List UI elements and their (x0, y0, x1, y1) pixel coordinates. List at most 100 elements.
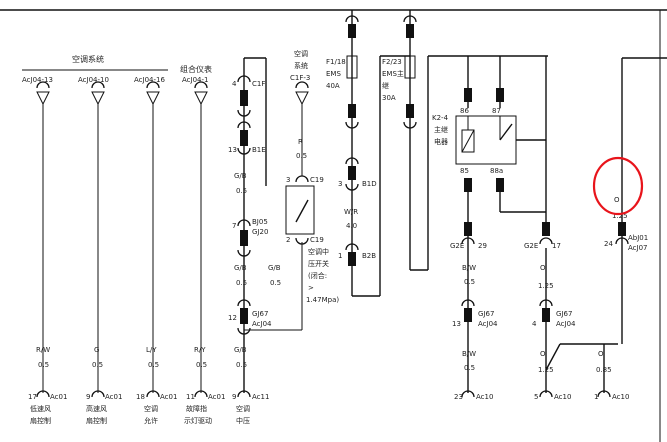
g2e-b-arc (539, 237, 553, 245)
g2e-b-connector (542, 222, 550, 236)
bottom-label1-3: 空调 (144, 404, 158, 413)
top-connector-1: AcJ04-13 (22, 76, 53, 84)
ac-switch-title1: 空调 (294, 49, 308, 58)
fuse2-name2: 继 (382, 81, 389, 90)
fuse1-arc-top (345, 15, 359, 23)
bottom-id-3: Ac01 (160, 393, 177, 401)
gj20-arc (237, 249, 251, 257)
relay-pin-86: 86 (460, 107, 469, 115)
relay-body (455, 115, 517, 165)
bottom-label1-1: 低速风 (30, 404, 51, 413)
bottom-arc-5 (237, 390, 251, 398)
wire-size-4: 0.5 (196, 361, 207, 369)
b1e-label: B1E (252, 146, 266, 154)
fuse2-name: EMS主 (382, 69, 404, 78)
b1d-label: B1D (362, 180, 377, 188)
b2b-label: B2B (362, 252, 376, 260)
bw-code-1: B/W (462, 264, 476, 272)
relay-pin-87: 87 (492, 107, 501, 115)
b1d-arc (345, 183, 359, 191)
bw-size-1: 0.5 (464, 278, 475, 286)
gj67a-connector (240, 308, 248, 324)
gj67a-arc-top (237, 299, 251, 307)
bottom-pin-6: 23 (454, 393, 463, 401)
pressure-switch-l2: 压开关 (308, 259, 329, 268)
o-code-1: O (540, 264, 546, 272)
gj67b-label: GJ67 (478, 310, 494, 318)
fuse2-group: F2/23 EMS主 继 30A (382, 10, 548, 271)
c19a-label: C19 (310, 176, 324, 184)
triangle-3 (146, 91, 160, 106)
pressure-switch-l3: (闭合: (308, 271, 327, 280)
bottom-id-7: Ac10 (554, 393, 571, 401)
ac-switch-title2: 系统 (294, 61, 308, 70)
bottom-label2-4: 示灯驱动 (184, 416, 212, 425)
bottom-pin-4: 11 (186, 393, 195, 401)
o-size-2: 1.25 (538, 366, 554, 374)
bj05-label: BJ05 (252, 218, 268, 226)
c1f-connector (240, 90, 248, 106)
wire-code-rw: R/W (36, 346, 50, 354)
bottom-arc-4 (194, 390, 208, 398)
wr-size: 4.0 (346, 222, 357, 230)
bottom-id-5: Ac11 (252, 393, 269, 401)
pressure-switch-contact (295, 199, 309, 223)
top-arc-1 (36, 81, 50, 89)
bottom-connectors: 17 Ac01 低速风 扇控制 9 Ac01 高速风 扇控制 18 Ac01 空… (28, 390, 629, 425)
b2b-pin: 1 (338, 252, 342, 260)
ac-switch-triangle (295, 91, 309, 106)
fuse2-body (404, 55, 416, 79)
top-arc-3 (146, 81, 160, 89)
c1f-chain: 4 C1F 13 B1E G/B 0.5 7 BJ05 GJ20 G/B 0.5… (228, 57, 281, 393)
relay-pin-85: 85 (460, 167, 469, 175)
bottom-arc-6 (461, 390, 475, 398)
ac-switch-wire-size: 0.5 (296, 152, 307, 160)
bottom-arc-3 (146, 390, 160, 398)
c1f-arc (237, 75, 251, 83)
ac-system-label: 空调系统 (72, 54, 104, 64)
combo-meter-label: 组合仪表 (180, 64, 212, 74)
fuse2-arc-mid (403, 121, 417, 129)
pressure-switch-l4: > (308, 284, 314, 292)
fuse1-arc-mid (345, 121, 359, 129)
top-connector-2: AcJ04-10 (78, 76, 109, 84)
gj67b-arc-top (461, 299, 475, 307)
fuse2-rating: 30A (382, 94, 396, 102)
gb-code-1: G/B (234, 172, 247, 180)
bottom-pin-5: 9 (232, 393, 236, 401)
gj67a-pin: 12 (228, 314, 237, 322)
bottom-pin-7: 5 (534, 393, 538, 401)
c1f-pin: 4 (232, 80, 237, 88)
g2e-b-label: G2E (524, 242, 538, 250)
top-arc-4 (194, 81, 208, 89)
relay-group: K2-4 主继 电器 86 87 85 88a (432, 56, 547, 393)
b1e-arc (237, 147, 251, 155)
bottom-arc-7 (539, 390, 553, 398)
wire-code-ry: R/Y (194, 346, 206, 354)
abj01-pin: 24 (604, 240, 613, 248)
relay-pin85-connector (464, 178, 472, 192)
left-signal-group: 空调系统 组合仪表 AcJ04-13 AcJ04-10 AcJ04-16 AcJ… (22, 54, 212, 393)
wr-code: W/R (344, 208, 358, 216)
bottom-id-1: Ac01 (50, 393, 67, 401)
relay-contact (499, 123, 513, 141)
fuse2-connector-mid (406, 104, 414, 118)
fuse1-name: EMS (326, 70, 341, 78)
pressure-switch-l5: 1.47Mpa) (306, 296, 339, 304)
b1d-arc-top (345, 157, 359, 165)
bottom-pin-2: 9 (86, 393, 90, 401)
abj01-connector (618, 222, 626, 236)
bottom-pin-8: 1 (594, 393, 598, 401)
triangle-2 (91, 91, 105, 106)
gb-size-3: 0.5 (270, 279, 281, 287)
b1e-connector (240, 130, 248, 146)
relay-pin87-connector (496, 88, 504, 102)
g2e-a-label: G2E (450, 242, 464, 250)
wire-size-3: 0.5 (148, 361, 159, 369)
bottom-id-2: Ac01 (105, 393, 122, 401)
wire-code-g: G (94, 346, 99, 354)
bottom-arc-1 (36, 390, 50, 398)
bottom-label2-2: 扇控制 (86, 416, 107, 425)
relay-coil-diag (461, 129, 475, 153)
